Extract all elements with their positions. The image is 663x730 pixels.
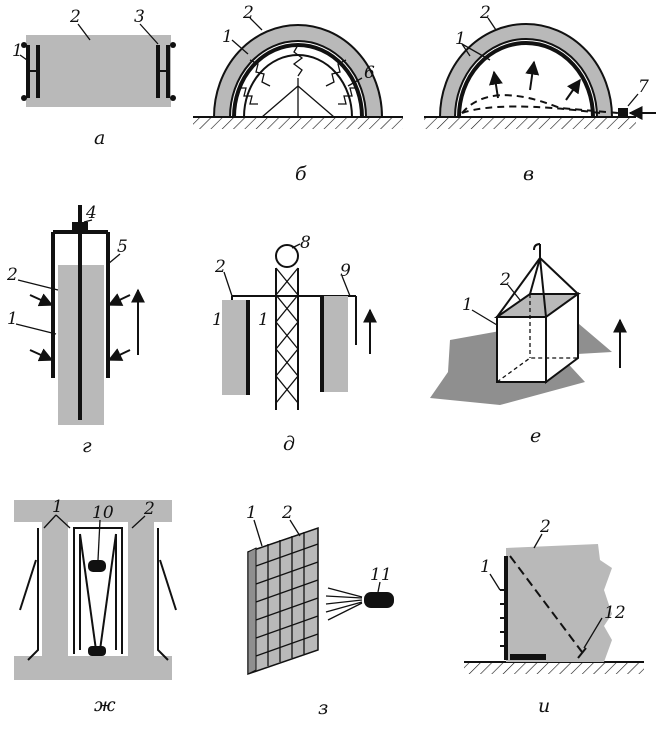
spray-jet [325, 587, 363, 621]
right-clamp [156, 42, 176, 101]
label-2: 2 [499, 270, 511, 290]
panel-zh: 1 10 2 ж [14, 497, 177, 716]
label-1: 1 [7, 309, 18, 329]
label-2: 2 [479, 3, 491, 23]
label-5: 5 [117, 237, 128, 257]
label-7: 7 [638, 77, 649, 97]
label-1: 1 [12, 41, 23, 61]
cube-front [496, 316, 547, 383]
label-11: 11 [370, 565, 392, 585]
left-clamp [21, 42, 40, 101]
ground [424, 117, 636, 129]
label-2: 2 [6, 265, 18, 285]
caption-a: а [94, 127, 105, 149]
caption-zh: ж [94, 694, 116, 716]
label-12: 12 [604, 603, 626, 623]
air-nozzle [618, 108, 628, 118]
label-1: 1 [462, 295, 473, 315]
label-8: 8 [300, 233, 311, 253]
label-6: 6 [364, 63, 375, 83]
concrete-arch [212, 24, 384, 118]
label-4: 4 [85, 203, 97, 223]
reinforcement-mesh [255, 532, 319, 666]
concrete-block [506, 544, 612, 662]
panel-i: 2 1 12 и [464, 517, 644, 717]
label-1: 1 [212, 310, 223, 330]
panel-b: 2 1 6 б [193, 3, 403, 185]
label-3: 3 [134, 7, 145, 27]
label-2: 2 [281, 503, 293, 523]
panel-z: 1 2 11 з [246, 503, 394, 719]
label-2: 2 [539, 517, 551, 537]
label-1: 1 [258, 310, 269, 330]
tunnel-form [73, 527, 123, 656]
top-slab [14, 500, 172, 522]
label-9: 9 [340, 261, 351, 281]
pneumatic-form [457, 41, 595, 118]
wall-left [42, 522, 68, 656]
label-1: 1 [246, 503, 257, 523]
caption-b: б [295, 163, 307, 185]
spray-nozzle [364, 592, 394, 608]
wall-right [128, 522, 154, 656]
caption-d: д [283, 433, 295, 455]
vacuum-line [509, 555, 583, 653]
springs [238, 44, 358, 105]
ground [464, 662, 644, 674]
ground [193, 117, 403, 129]
label-1: 1 [222, 27, 233, 47]
caption-e: е [530, 425, 541, 447]
lattice-tower [275, 267, 299, 410]
caption-z: з [318, 697, 328, 719]
panel-v: 2 1 7 в [424, 3, 656, 185]
label-10: 10 [92, 503, 114, 523]
label-2: 2 [69, 7, 81, 27]
concrete-block [26, 35, 171, 107]
caption-i: и [538, 695, 550, 717]
pulley [275, 244, 299, 268]
jack-lower [88, 646, 106, 656]
label-1: 1 [480, 557, 491, 577]
label-2: 2 [242, 3, 254, 23]
jack-upper [88, 560, 106, 572]
panel-a: 1 2 3 а [12, 7, 176, 149]
caption-v: в [523, 163, 534, 185]
bottom-slab [14, 656, 172, 680]
concrete-arch [438, 23, 614, 118]
column-right [320, 296, 348, 392]
caption-g: г [82, 435, 92, 457]
label-1: 1 [455, 29, 466, 49]
column-left [222, 300, 250, 395]
label-2: 2 [214, 257, 226, 277]
panel-e: 2 1 е [430, 243, 627, 447]
panel-d: 8 2 1 1 9 д [212, 233, 377, 455]
label-1: 1 [52, 497, 63, 517]
label-2: 2 [143, 499, 155, 519]
panel-g: 4 5 2 1 г [6, 203, 145, 457]
